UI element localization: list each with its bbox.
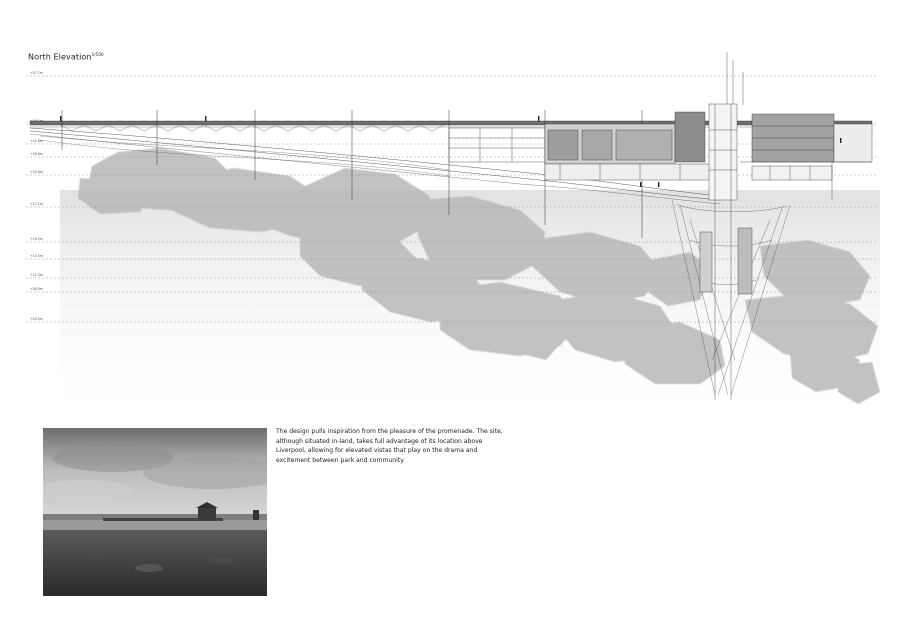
drawing-title-text: North Elevation (28, 52, 92, 62)
level-label: +08.9m (30, 287, 43, 291)
level-label: +57.7m (30, 71, 43, 75)
level-label: +27.1m (30, 202, 43, 206)
level-label: +38.8m (30, 152, 43, 156)
rock-mass (78, 148, 880, 404)
viewing-tower (671, 52, 791, 400)
design-caption: The design pulls inspiration from the pl… (276, 428, 503, 464)
site-photo (43, 428, 267, 596)
level-label: +34.6m (30, 170, 43, 174)
level-label: +14.3m (30, 254, 43, 258)
north-elevation-drawing: +57.7m +46.1m +41.8m +38.8m +34.6m +27.1… (26, 52, 880, 430)
site-photo-image (43, 428, 267, 596)
drawing-scale: 1/500 (91, 52, 104, 57)
pavilion-building (448, 111, 716, 181)
east-building (740, 113, 873, 200)
level-labels: +57.7m +46.1m +41.8m +38.8m +34.6m +27.1… (30, 71, 43, 321)
level-label: +18.3m (30, 237, 43, 241)
level-label: +41.8m (30, 139, 43, 143)
level-label: +12.3m (30, 273, 43, 277)
drawing-title: North Elevation1/500 (28, 52, 104, 62)
level-label: +00.0m (30, 317, 43, 321)
human-figures (60, 116, 842, 187)
